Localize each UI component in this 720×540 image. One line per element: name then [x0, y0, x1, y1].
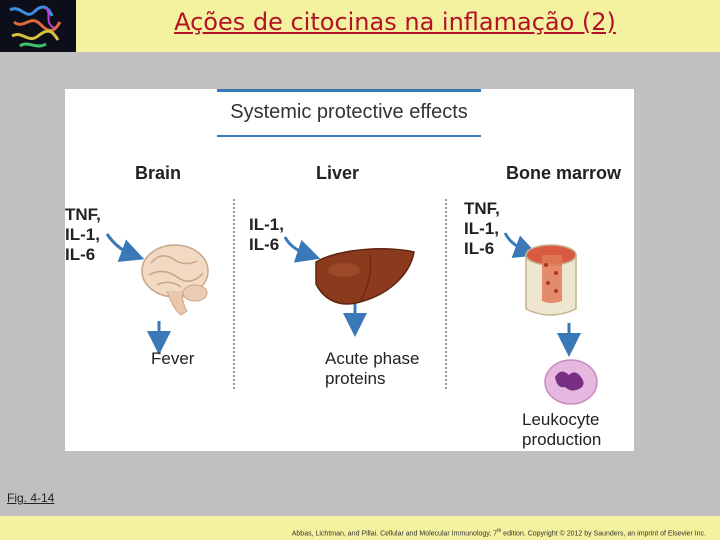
figure-banner: Systemic protective effects — [217, 89, 481, 137]
figure-number: Fig. 4-14 — [7, 491, 55, 505]
cytokine-label: IL-6 — [249, 235, 280, 254]
slide-title: Ações de citocinas na inflamação (2) — [174, 8, 616, 36]
citation-text: Abbas, Lichtman, and Pillai. Cellular an… — [292, 528, 706, 537]
arrow-to-bone — [503, 232, 539, 259]
footer-bar: Abbas, Lichtman, and Pillai. Cellular an… — [0, 516, 720, 540]
brain-cytokines: TNF, IL-1, IL-6 — [65, 205, 101, 265]
leukocyte-icon — [544, 359, 598, 405]
cytokine-label: IL-1, — [249, 215, 284, 234]
protein-ribbon-icon — [9, 5, 62, 48]
citation-superscript: th — [497, 528, 502, 534]
citation-rest: edition. Copyright © 2012 by Saunders, a… — [501, 530, 706, 538]
bone-icon — [525, 244, 577, 316]
arrow-to-liver — [283, 236, 321, 263]
brain-icon — [141, 244, 209, 316]
figure-panel: Systemic protective effects Brain Liver … — [65, 89, 634, 451]
protein-structure-logo — [0, 0, 76, 52]
effect-label-liver: Acute phase proteins — [325, 349, 420, 389]
effect-label-brain: Fever — [151, 349, 194, 369]
heading-liver: Liver — [316, 163, 360, 183]
effect-line: Fever — [151, 349, 195, 368]
cytokine-label: IL-6 — [464, 239, 495, 258]
heading-bone-marrow: Bone marrow — [506, 163, 622, 183]
liver-icon — [315, 248, 415, 305]
arrow-to-brain — [105, 233, 145, 263]
bone-marrow-cytokines: TNF, IL-1, IL-6 — [464, 199, 500, 259]
cytokine-label: TNF, — [464, 199, 500, 218]
arrows-layer — [105, 232, 581, 357]
effect-label-bone-marrow: Leukocyte production — [522, 410, 601, 450]
heading-brain: Brain — [135, 163, 182, 183]
cytokine-label: IL-6 — [65, 245, 96, 264]
effect-line: production — [522, 430, 602, 449]
cytokine-label: IL-1, — [464, 219, 499, 238]
liver-cytokines: IL-1, IL-6 — [249, 215, 284, 255]
column-divider — [445, 199, 447, 389]
cytokine-label: TNF, — [65, 205, 101, 224]
cytokine-label: IL-1, — [65, 225, 100, 244]
effect-line: Acute phase — [325, 349, 420, 368]
effect-line: proteins — [325, 369, 386, 388]
title-bar: Ações de citocinas na inflamação (2) — [0, 0, 720, 52]
effect-line: Leukocyte — [522, 410, 600, 429]
column-divider — [233, 199, 235, 389]
citation-main: Abbas, Lichtman, and Pillai. Cellular an… — [291, 530, 498, 538]
